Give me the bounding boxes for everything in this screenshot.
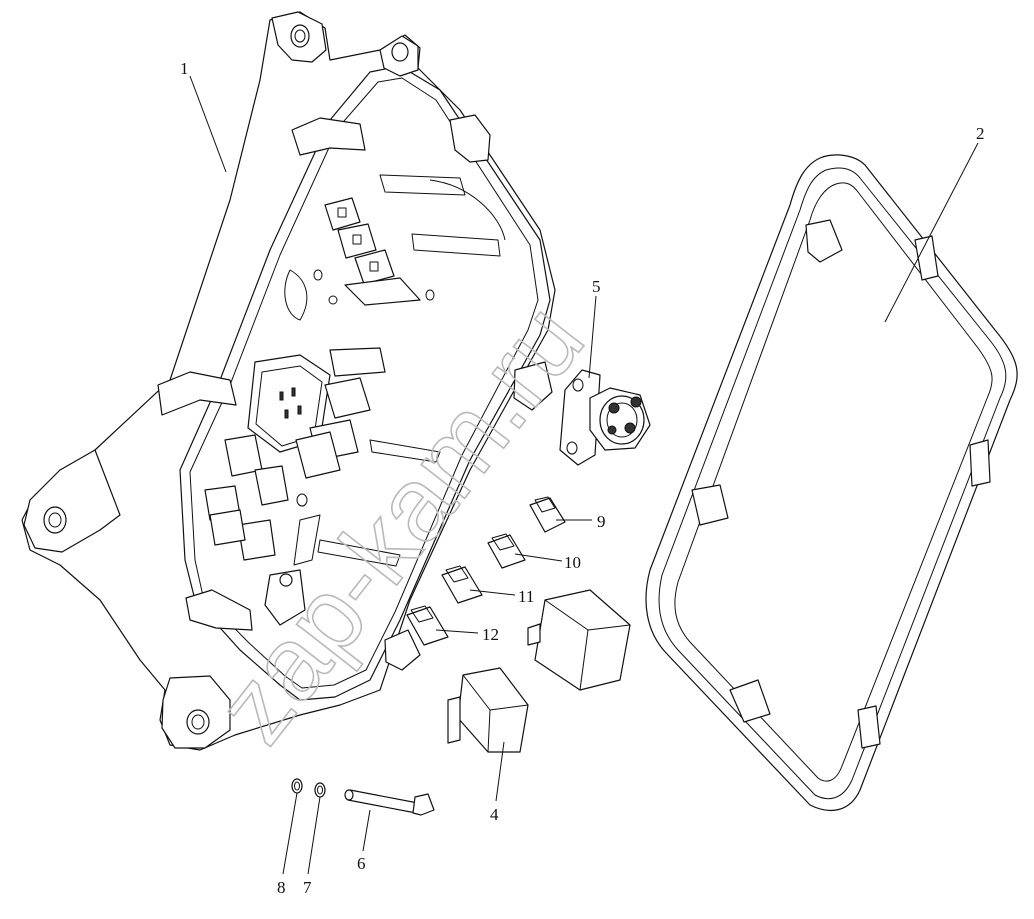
callout-8: 8 [277, 878, 286, 897]
callout-5: 5 [592, 277, 601, 296]
part-1-housing [21, 11, 556, 751]
part-12-fuse [406, 605, 449, 646]
callout-9: 9 [597, 512, 606, 531]
callout-2: 2 [976, 124, 985, 143]
callout-labels: 1 2 4 5 6 7 8 9 10 11 12 [180, 59, 985, 897]
part-9-fuse [529, 496, 566, 533]
part-6-bolt [344, 789, 435, 816]
callout-4: 4 [490, 805, 499, 824]
callout-11: 11 [518, 587, 534, 606]
part-2-cover [645, 154, 1018, 812]
callout-10: 10 [564, 553, 581, 572]
callout-1: 1 [180, 59, 189, 78]
callout-7: 7 [303, 878, 312, 897]
part-4-relay-lower [447, 667, 529, 753]
part-10-fuse [487, 533, 526, 569]
callout-6: 6 [357, 854, 366, 873]
part-7-washer [314, 782, 326, 798]
part-8-washer [291, 778, 303, 794]
part-4-relay-upper [527, 589, 631, 691]
part-11-fuse [441, 565, 483, 604]
part-5-power-relay [559, 369, 651, 466]
callout-12: 12 [482, 625, 499, 644]
leader-lines [189, 75, 979, 875]
